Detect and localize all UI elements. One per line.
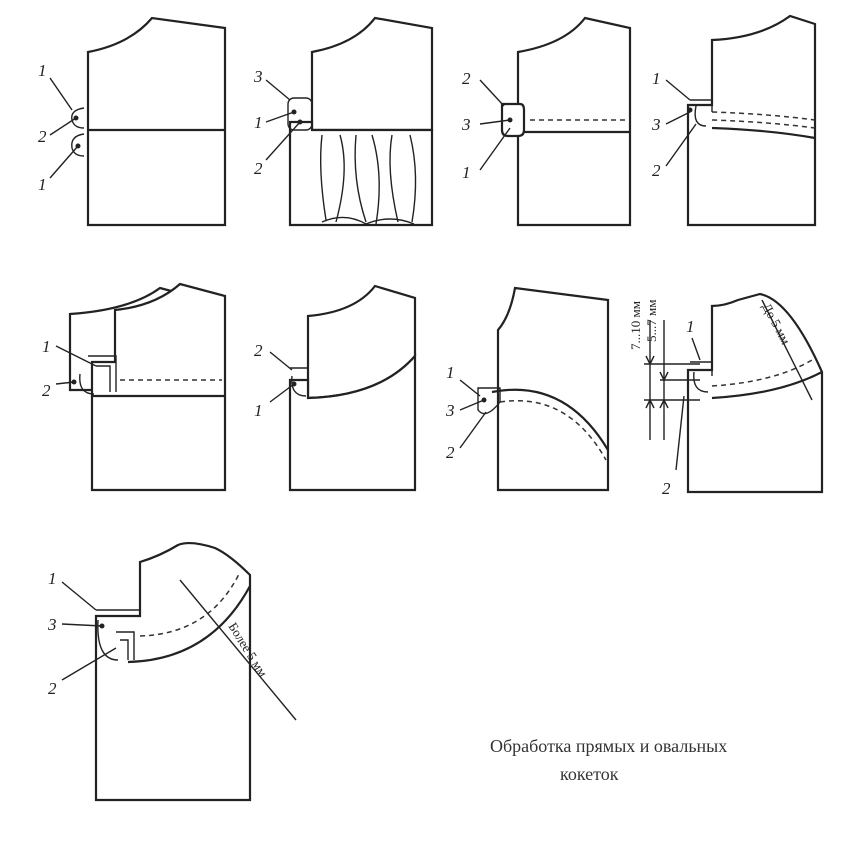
callout-2: 2 xyxy=(38,127,47,146)
callout-1: 1 xyxy=(652,69,661,88)
caption-line-1: Обработка прямых и овальных xyxy=(490,736,727,756)
panel-7: 1 3 2 xyxy=(445,286,610,492)
callout-1-top: 1 xyxy=(38,61,47,80)
panel-9: Более 5 мм 1 3 2 xyxy=(47,541,297,802)
panel-3: 2 3 1 xyxy=(461,16,632,227)
callout-2: 2 xyxy=(254,341,263,360)
callout-2: 2 xyxy=(42,381,51,400)
callout-1: 1 xyxy=(254,401,263,420)
panel-5: 1 2 xyxy=(42,282,227,492)
panel-1: 1 2 1 xyxy=(38,16,227,227)
panel-6: 2 1 xyxy=(254,284,417,492)
callout-3: 3 xyxy=(253,67,263,86)
panel-8: 7...10 мм 5...7 мм До 5 мм 1 2 xyxy=(628,292,824,498)
panel-2: 3 1 2 xyxy=(253,16,434,227)
caption-line-2: кокеток xyxy=(560,764,619,784)
callout-2: 2 xyxy=(254,159,263,178)
callout-1: 1 xyxy=(462,163,471,182)
callout-1: 1 xyxy=(254,113,263,132)
callout-3: 3 xyxy=(47,615,57,634)
callout-1: 1 xyxy=(686,317,695,336)
dim-7-10: 7...10 мм xyxy=(628,301,643,350)
callout-2: 2 xyxy=(662,479,671,498)
callout-1-bottom: 1 xyxy=(38,175,47,194)
callout-1: 1 xyxy=(48,569,57,588)
callout-3: 3 xyxy=(445,401,455,420)
dim-5-7: 5...7 мм xyxy=(644,300,659,342)
callout-1: 1 xyxy=(42,337,51,356)
panel-4: 1 3 2 xyxy=(651,14,817,227)
callout-1: 1 xyxy=(446,363,455,382)
callout-3: 3 xyxy=(651,115,661,134)
callout-3: 3 xyxy=(461,115,471,134)
callout-2: 2 xyxy=(446,443,455,462)
callout-2: 2 xyxy=(652,161,661,180)
callout-2: 2 xyxy=(462,69,471,88)
callout-2: 2 xyxy=(48,679,57,698)
